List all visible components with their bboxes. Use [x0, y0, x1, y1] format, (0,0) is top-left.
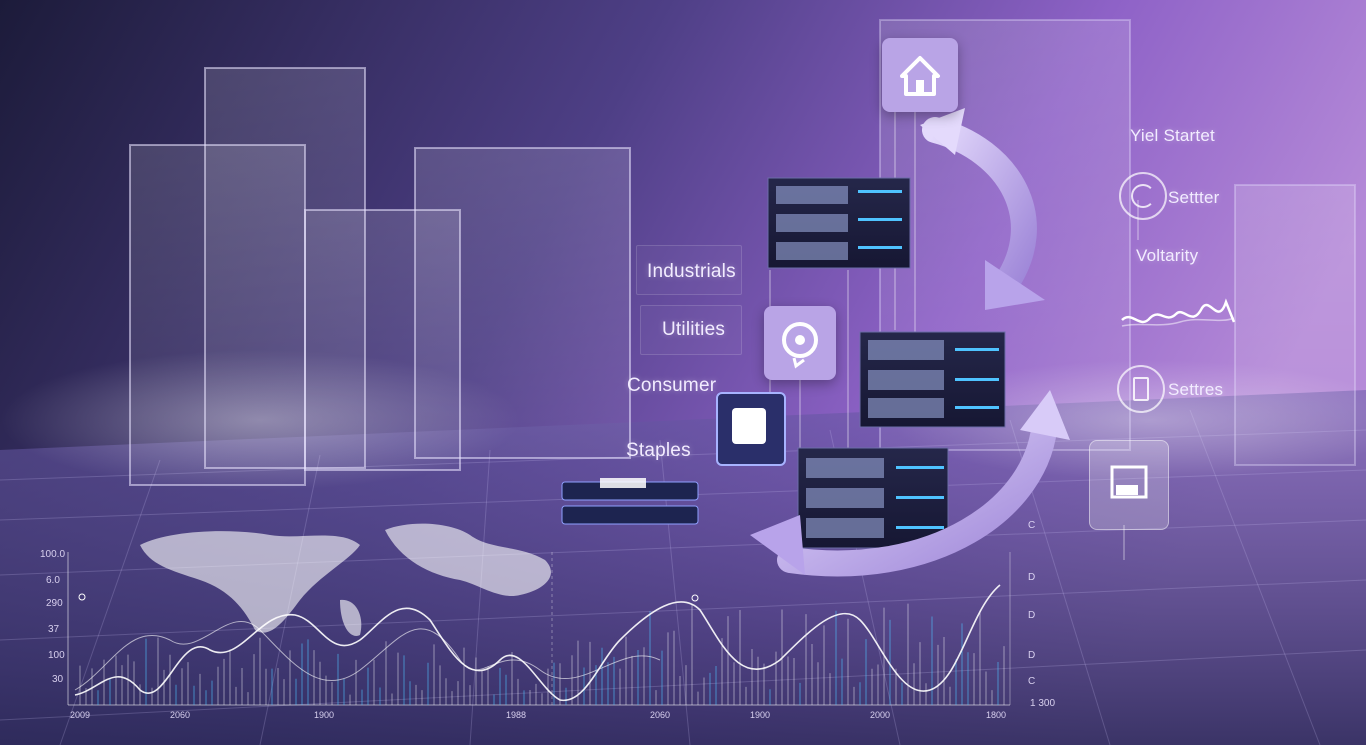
device-icon	[1117, 365, 1165, 413]
house-icon	[882, 38, 958, 112]
y-tick: 290	[46, 598, 63, 609]
server-stack-middle	[859, 331, 1006, 428]
sector-label-utilities: Utilities	[662, 319, 726, 340]
sector-label-staples: Staples	[626, 440, 691, 461]
setter-label: Settter	[1168, 188, 1220, 207]
x-tick: 2009	[70, 710, 91, 720]
right-tick: D	[1028, 572, 1036, 583]
wave-icon	[1121, 298, 1236, 327]
y-tick: 6.0	[46, 575, 60, 586]
x-tick: 1800	[986, 710, 1007, 720]
volatility-label: Voltarity	[1136, 246, 1199, 265]
settings-label: Settres	[1168, 380, 1224, 399]
label-box	[640, 305, 742, 355]
y-tick: 30	[52, 674, 64, 685]
processor-stack	[561, 478, 699, 525]
right-tick: C	[1028, 520, 1036, 531]
sector-label-consumer: Consumer	[627, 375, 717, 396]
x-tick: 2060	[650, 710, 671, 720]
server-stack-top	[767, 177, 911, 269]
yield-label: Yiel Startet	[1130, 126, 1215, 145]
chip-icon	[716, 392, 786, 466]
right-tick: C	[1028, 676, 1036, 687]
monitor-icon	[1089, 440, 1169, 530]
x-tick: 1900	[750, 710, 771, 720]
cycle-arrows	[750, 108, 1070, 577]
sector-label-industrials: Industrials	[647, 261, 736, 282]
right-tick: D	[1028, 610, 1036, 621]
world-map	[140, 523, 551, 636]
y-tick: 37	[48, 624, 60, 635]
label-box	[636, 245, 742, 295]
y-tick: 100.0	[40, 549, 66, 560]
line-chart	[67, 552, 1011, 706]
brain-icon	[764, 306, 836, 380]
server-stack-bottom	[797, 447, 949, 549]
glass-towers	[129, 19, 1356, 486]
x-tick: 1988	[506, 710, 527, 720]
x-tick: 2060	[170, 710, 191, 720]
right-tick: 1 300	[1030, 698, 1056, 709]
right-tick: D	[1028, 650, 1036, 661]
x-tick: 1900	[314, 710, 335, 720]
y-tick: 100	[48, 650, 65, 661]
refresh-icon	[1119, 172, 1167, 220]
x-tick: 2000	[870, 710, 891, 720]
